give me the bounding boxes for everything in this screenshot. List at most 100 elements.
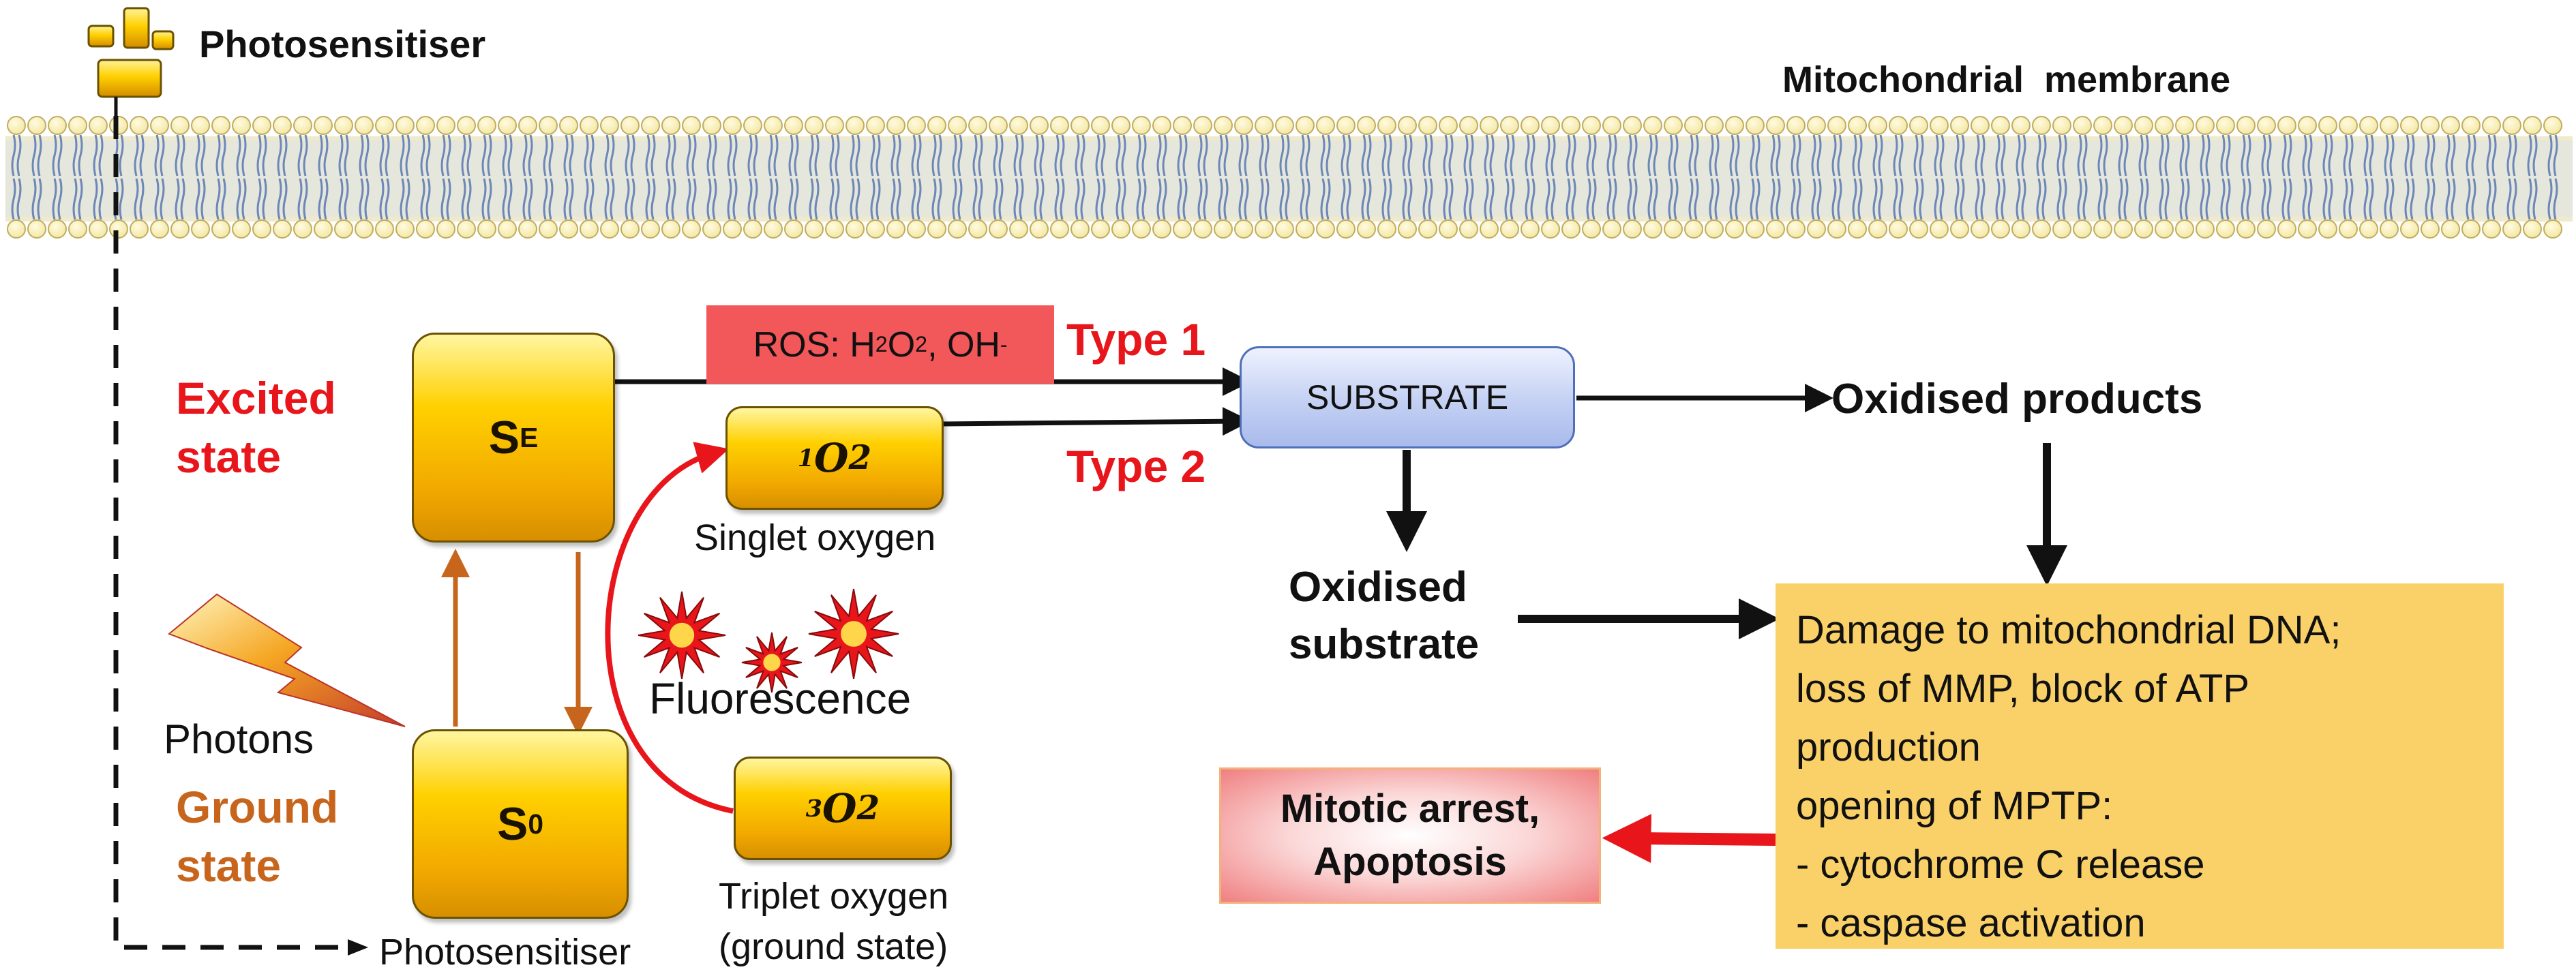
mitotic-arrest-box: Mitotic arrest, Apoptosis <box>1219 767 1601 904</box>
lipid-tail <box>282 178 288 220</box>
lipid-tail <box>850 134 855 177</box>
lipid-tail <box>2547 134 2553 177</box>
lipid-head <box>907 219 926 239</box>
lipid-tail <box>1034 134 1039 177</box>
lipid-tail <box>829 178 835 220</box>
lipid-tail <box>364 178 370 220</box>
lipid-tail <box>2077 178 2082 220</box>
lipid-tail <box>2451 134 2456 177</box>
lipid-tail <box>1463 178 1469 220</box>
ground-state-label-1: Ground <box>176 782 339 832</box>
lipid-head <box>1316 116 1335 135</box>
lipid-tail <box>2001 178 2006 220</box>
lipid-tail <box>277 134 282 177</box>
lipid-tail <box>93 134 98 177</box>
lipid-head <box>2421 219 2440 239</box>
lipid-tail <box>957 134 963 177</box>
lipid-tail <box>72 178 78 220</box>
lipid-tail <box>1525 178 1530 220</box>
lipid-head <box>989 219 1008 239</box>
lipid-tail <box>282 134 288 177</box>
lipid-tail <box>1285 134 1290 177</box>
lipid-tail <box>937 178 942 220</box>
lipid-tail <box>1238 134 1244 177</box>
lipid-tail <box>1770 178 1776 220</box>
lipid-head <box>1746 116 1765 135</box>
oxidised-substrate-label-1: Oxidised <box>1289 564 1467 611</box>
lipid-tail <box>630 178 635 220</box>
lipid-head <box>89 219 108 239</box>
lipid-tail <box>2328 178 2333 220</box>
lipid-tail <box>773 178 779 220</box>
lipid-tail <box>466 178 472 220</box>
photosensitiser-bottom-label: Photosensitiser <box>379 932 631 973</box>
lipid-tail <box>1960 178 1965 220</box>
lipid-head <box>1173 116 1192 135</box>
lipid-tail <box>1939 178 1945 220</box>
lipid-tail <box>2322 178 2328 220</box>
lipid-head <box>498 116 517 135</box>
lipid-head <box>1827 219 1846 239</box>
lipid-tail <box>2404 134 2410 177</box>
lipid-tail <box>911 178 916 220</box>
lipid-head <box>2461 219 2481 239</box>
lipid-tail <box>952 178 957 220</box>
lipid-tail <box>952 134 957 177</box>
lipid-tail <box>318 134 323 177</box>
lipid-tail <box>1326 134 1331 177</box>
lipid-head <box>1848 219 1867 239</box>
lipid-head <box>1889 116 1908 135</box>
lipid-head <box>1930 219 1949 239</box>
lipid-tail <box>1831 134 1837 177</box>
lipid-tail <box>1080 178 1085 220</box>
lipid-tail <box>119 178 124 220</box>
lipid-tail <box>2138 178 2144 220</box>
lipid-head <box>1357 116 1376 135</box>
lipid-tail <box>2041 178 2047 220</box>
lipid-tail <box>2205 178 2211 220</box>
lipid-tail <box>1796 178 1801 220</box>
lipid-head <box>2359 219 2378 239</box>
lipid-head <box>252 116 271 135</box>
lipid-tail <box>2082 134 2088 177</box>
lipid-head <box>1725 219 1744 239</box>
apoptosis-arrow <box>1602 814 1776 864</box>
lipid-tail <box>584 134 589 177</box>
lipid-head <box>600 116 619 135</box>
lipid-tail <box>916 134 922 177</box>
lipid-tail <box>2410 178 2415 220</box>
lipid-tail <box>323 178 329 220</box>
damage-line: - cytochrome C release <box>1796 842 2205 887</box>
lipid-tail <box>1244 134 1249 177</box>
lipid-tail <box>1960 134 1965 177</box>
lipid-tail <box>1075 178 1080 220</box>
lipid-tail <box>2384 134 2389 177</box>
lipid-head <box>2298 116 2317 135</box>
lipid-head <box>1705 116 1724 135</box>
lipid-tail <box>1121 178 1126 220</box>
lipid-tail <box>589 178 595 220</box>
lipid-head <box>1439 116 1458 135</box>
lipid-tail <box>2097 134 2103 177</box>
lipid-head <box>1909 116 1928 135</box>
type2-arrow <box>942 407 1251 436</box>
lipid-head <box>927 219 946 239</box>
lipid-tail <box>671 178 676 220</box>
substrate-box: SUBSTRATE <box>1240 346 1575 448</box>
lipid-tail <box>297 178 303 220</box>
lipid-tail <box>1484 178 1489 220</box>
lipid-tail <box>1504 178 1510 220</box>
lipid-tail <box>481 178 487 220</box>
lipid-head <box>375 116 394 135</box>
lipid-tail <box>875 178 881 220</box>
lipid-head <box>1766 219 1785 239</box>
lipid-tail <box>814 134 820 177</box>
lipid-tail <box>1776 134 1781 177</box>
lipid-tail <box>1320 178 1326 220</box>
lipid-tail <box>134 134 139 177</box>
lipid-tail <box>645 134 650 177</box>
lipid-tail <box>1361 178 1366 220</box>
lipid-tail <box>890 134 896 177</box>
